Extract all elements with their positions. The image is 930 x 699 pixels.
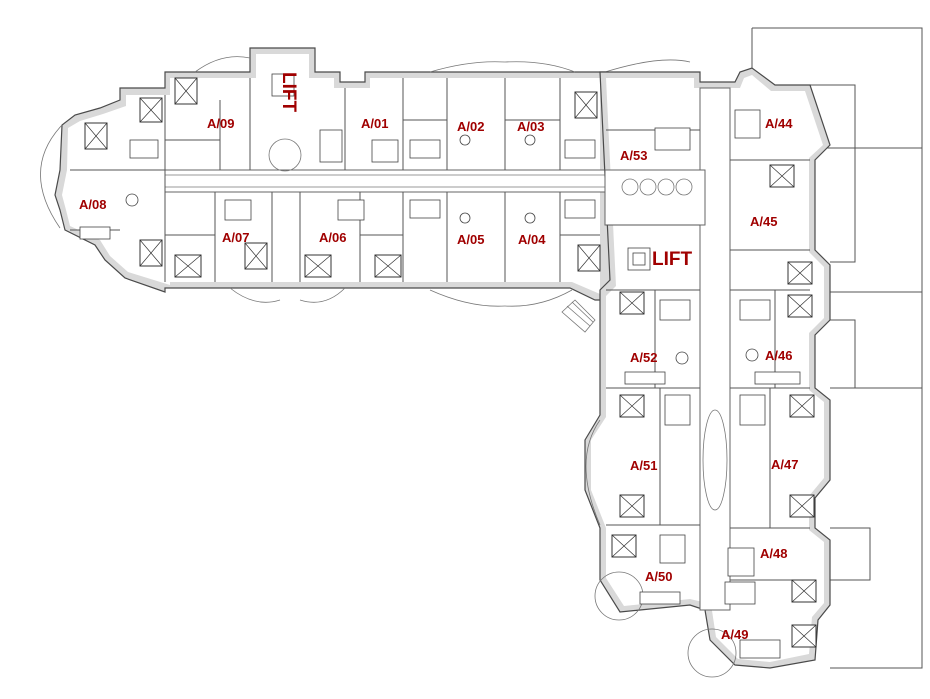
unit-label-a09: A/09 <box>207 116 234 131</box>
unit-label-a03: A/03 <box>517 119 544 134</box>
unit-label-a52: A/52 <box>630 350 657 365</box>
unit-label-a51: A/51 <box>630 458 657 473</box>
unit-label-a07: A/07 <box>222 230 249 245</box>
unit-label-a45: A/45 <box>750 214 777 229</box>
west-wing <box>40 47 691 307</box>
lift-labels: LIFT LIFT <box>278 72 692 270</box>
unit-label-a44: A/44 <box>765 116 793 131</box>
unit-label-a48: A/48 <box>760 546 787 561</box>
unit-label-a06: A/06 <box>319 230 346 245</box>
unit-label-a02: A/02 <box>457 119 484 134</box>
unit-label-a50: A/50 <box>645 569 672 584</box>
unit-label-a47: A/47 <box>771 457 798 472</box>
site-outline <box>751 27 923 669</box>
lift-label-east: LIFT <box>652 249 692 270</box>
furniture <box>79 109 801 659</box>
unit-label-a01: A/01 <box>361 116 388 131</box>
unit-labels: A/08 A/09 A/01 A/02 A/03 A/53 A/07 A/06 … <box>79 116 798 642</box>
lift-label-west: LIFT <box>278 72 299 112</box>
east-tower <box>561 67 831 678</box>
unit-label-a05: A/05 <box>457 232 484 247</box>
unit-label-a04: A/04 <box>518 232 546 247</box>
unit-label-a49: A/49 <box>721 627 748 642</box>
unit-label-a08: A/08 <box>79 197 106 212</box>
unit-label-a53: A/53 <box>620 148 647 163</box>
beds <box>84 77 817 648</box>
unit-label-a46: A/46 <box>765 348 792 363</box>
